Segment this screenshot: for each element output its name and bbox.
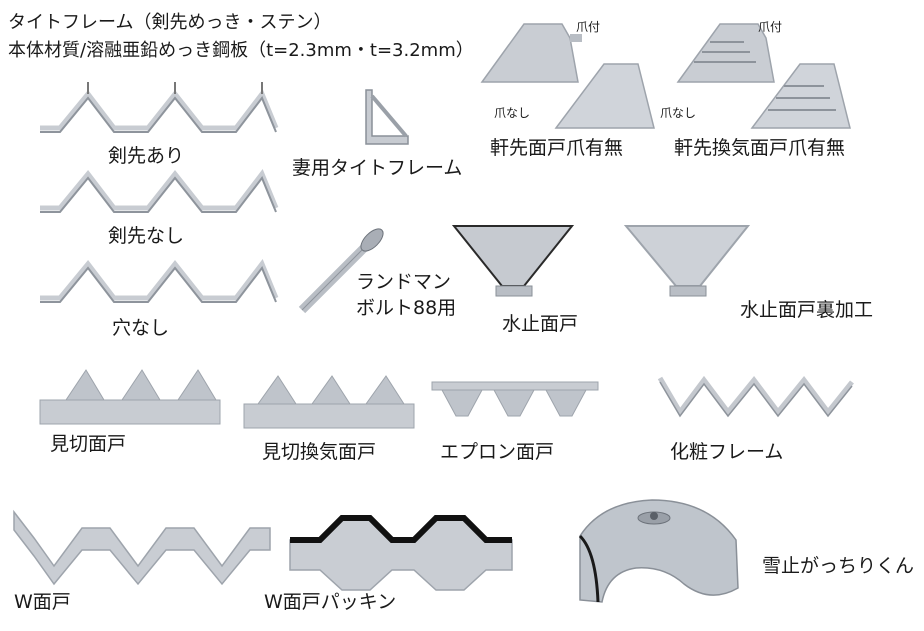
label-kensaki-nashi: 剣先なし xyxy=(108,225,185,247)
tsuma-frame-image xyxy=(365,89,409,145)
noki-kanki-tsume-image xyxy=(676,23,851,129)
callout-tsume-nashi-1: 爪なし xyxy=(494,106,531,120)
label-tsuma-frame: 妻用タイトフレーム xyxy=(292,157,463,179)
header-line-1: タイトフレーム（剣先めっき・ステン） xyxy=(8,12,332,33)
label-kesho-frame: 化粧フレーム xyxy=(670,441,784,463)
w-packing-image xyxy=(289,515,513,591)
label-bolt-line2: ボルト88用 xyxy=(356,297,457,319)
mizudome-image xyxy=(451,225,575,297)
callout-tsume-tsuki-1: 爪付 xyxy=(576,20,601,34)
label-kensaki-ari: 剣先あり xyxy=(108,145,185,167)
label-noki-tsume: 軒先面戸爪有無 xyxy=(490,137,624,159)
kensaki-nashi-frame-image xyxy=(40,169,279,213)
mikiri-kanki-image xyxy=(243,375,415,429)
header-line-2: 本体材質/溶融亜鉛めっき鋼板（t=2.3mm・t=3.2mm） xyxy=(8,40,474,61)
kensaki-ari-frame-image xyxy=(40,82,279,133)
label-mikiri-kanki: 見切換気面戸 xyxy=(262,441,377,463)
w-mendo-image xyxy=(13,509,271,586)
ana-nashi-frame-image xyxy=(40,259,279,303)
label-w-packing: W面戸パッキン xyxy=(264,591,397,613)
label-w-mendo: W面戸 xyxy=(14,591,71,613)
label-ana-nashi: 穴なし xyxy=(112,317,170,339)
apron-image xyxy=(431,381,599,417)
label-apron: エプロン面戸 xyxy=(440,441,555,463)
yukidome-image xyxy=(578,499,739,603)
label-mizudome-ura: 水止面戸裏加工 xyxy=(740,299,874,321)
callout-tsume-tsuki-2: 爪付 xyxy=(758,20,783,34)
label-mikiri: 見切面戸 xyxy=(50,433,127,455)
callout-tsume-nashi-2: 爪なし xyxy=(660,106,697,120)
kesho-frame-image xyxy=(657,375,854,418)
label-yukidome: 雪止がっちりくん xyxy=(762,555,915,577)
mikiri-image xyxy=(39,369,221,425)
label-bolt-line1: ランドマン xyxy=(356,271,452,293)
label-noki-kanki-tsume: 軒先換気面戸爪有無 xyxy=(674,137,846,159)
noki-tsume-image xyxy=(480,23,655,129)
mizudome-ura-image xyxy=(623,225,751,297)
bolt-image xyxy=(298,228,384,314)
label-mizudome: 水止面戸 xyxy=(502,313,579,335)
